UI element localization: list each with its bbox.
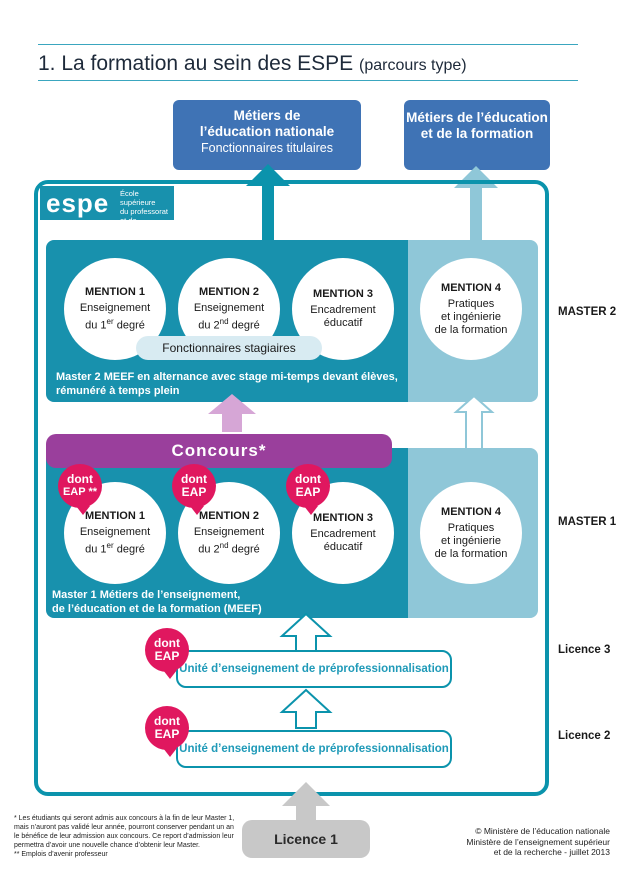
master1-caption-line2: de l’éducation et de la formation (MEEF) xyxy=(52,603,262,615)
m1-mention4-circle: MENTION 4 Pratiques et ingénierie de la … xyxy=(420,482,522,584)
outcome-left-line2: l’éducation nationale xyxy=(199,124,335,139)
unit-preprofessionnalisation-licence2: Unité d’enseignement de préprofessionnal… xyxy=(176,730,452,768)
footnote-line2: mais n’auront pas validé leur année, pou… xyxy=(14,824,234,831)
m1-mention2-title: MENTION 2 xyxy=(199,509,259,522)
unit-preprofessionnalisation-licence3: Unité d’enseignement de préprofessionnal… xyxy=(176,650,452,688)
arrow-licence2-to-licence3 xyxy=(279,688,333,729)
bottom-rule xyxy=(38,80,578,81)
m2-mention3-title: MENTION 3 xyxy=(313,288,373,300)
credit: © Ministère de l’éducation nationale Min… xyxy=(392,826,610,858)
espe-logo: espe École supérieure du professorat et … xyxy=(40,186,174,234)
credit-line2: Ministère de l’enseignement supérieur xyxy=(466,836,610,847)
outcome-education-nationale: Métiers de l’éducation nationale Fonctio… xyxy=(173,100,361,170)
m2-mention4-title: MENTION 4 xyxy=(441,281,501,294)
footnote-line3: le bénéfice de leur admission aux concou… xyxy=(14,833,234,840)
footnote: * Les étudiants qui seront admis aux con… xyxy=(14,814,240,859)
concours-bar: Concours* xyxy=(46,434,392,468)
master1-caption: Master 1 Métiers de l’enseignement, de l… xyxy=(52,588,262,616)
level-master1: MASTER 1 xyxy=(558,516,617,528)
arrow-licence1-to-licence2 xyxy=(282,782,330,826)
fonctionnaires-stagiaires-pill: Fonctionnaires stagiaires xyxy=(136,336,322,360)
credit-line1: © Ministère de l’éducation nationale xyxy=(475,826,610,836)
outcome-right-line2: et de la formation xyxy=(420,126,534,141)
m2-mention4-line2: et ingénierie xyxy=(441,310,501,323)
arrow-licence3-to-master1 xyxy=(279,612,333,653)
arrow-to-education-nationale xyxy=(246,164,290,244)
arrow-to-education-formation xyxy=(454,166,498,244)
m1-mention4-line1: Pratiques xyxy=(447,521,495,534)
footnote-line4: permettra d’avoir une nouvelle chance d’… xyxy=(14,842,200,849)
outcome-left-line3: Fonctionnaires titulaires xyxy=(200,141,333,155)
espe-frame xyxy=(34,180,549,796)
m1-mention4-line3: de la formation xyxy=(434,547,508,560)
level-master2: MASTER 2 xyxy=(558,306,617,318)
espe-logo-text: espe xyxy=(46,188,110,218)
espe-name-line1: École supérieure xyxy=(120,189,156,207)
espe-name-line3: et de l’éducation xyxy=(120,216,156,234)
m2-mention4-circle: MENTION 4 Pratiques et ingénierie de la … xyxy=(420,258,522,360)
m2-mention4-line3: de la formation xyxy=(434,323,508,336)
m2-mention2-line1: Enseignement xyxy=(193,301,265,314)
arrow-concours-to-master2 xyxy=(208,394,256,432)
licence1-box: Licence 1 xyxy=(242,820,370,858)
m1-mention2-line2: du 2nd degré xyxy=(198,540,260,556)
title-text: 1. La formation au sein des ESPE xyxy=(38,52,354,75)
top-rule xyxy=(38,44,578,45)
footnote-line5: ** Emplois d’avenir professeur xyxy=(14,851,108,858)
m2-mention1-line1: Enseignement xyxy=(79,301,151,314)
master2-caption-line2: rémunéré à temps plein xyxy=(56,385,180,397)
title-subtitle: (parcours type) xyxy=(359,57,467,74)
level-licence3: Licence 3 xyxy=(558,644,611,656)
m1-mention2-line1: Enseignement xyxy=(193,525,265,538)
m2-mention3-line2: éducatif xyxy=(323,317,363,329)
m2-mention2-line2: du 2nd degré xyxy=(198,316,260,332)
m1-mention4-line2: et ingénierie xyxy=(441,534,501,547)
m2-mention2-title: MENTION 2 xyxy=(199,285,259,298)
m2-mention1-line2: du 1er degré xyxy=(85,316,145,332)
m1-mention3-line2: éducatif xyxy=(323,541,363,553)
m2-mention4-line1: Pratiques xyxy=(447,297,495,310)
m2-mention3-line1: Encadrement xyxy=(310,304,376,316)
m1-mention1-line1: Enseignement xyxy=(79,525,151,538)
footnote-line1: * Les étudiants qui seront admis aux con… xyxy=(14,815,235,822)
m1-mention3-line1: Encadrement xyxy=(310,528,376,540)
master2-caption: Master 2 MEEF en alternance avec stage m… xyxy=(56,370,398,398)
m1-mention4-title: MENTION 4 xyxy=(441,505,501,518)
page-title: 1. La formation au sein des ESPE (parcou… xyxy=(38,52,467,76)
m2-mention1-title: MENTION 1 xyxy=(85,285,145,298)
outcome-education-formation: Métiers de l’éducation et de la formatio… xyxy=(404,100,550,170)
outcome-left-line1: Métiers de xyxy=(233,108,301,123)
outcome-right-line1: Métiers de l’éducation xyxy=(406,110,548,125)
level-licence2: Licence 2 xyxy=(558,730,611,742)
master1-caption-line1: Master 1 Métiers de l’enseignement, xyxy=(52,589,241,601)
espe-name-line2: du professorat xyxy=(120,207,168,216)
m1-mention1-title: MENTION 1 xyxy=(85,509,145,522)
master2-caption-line1: Master 2 MEEF en alternance avec stage m… xyxy=(56,371,398,383)
credit-line3: et de la recherche - juillet 2013 xyxy=(493,847,610,857)
m1-mention1-line2: du 1er degré xyxy=(85,540,145,556)
m1-mention3-title: MENTION 3 xyxy=(313,512,373,524)
